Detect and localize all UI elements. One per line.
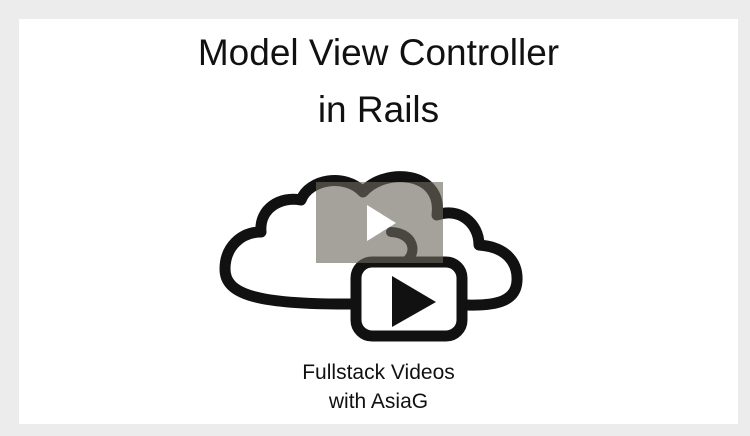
play-icon (367, 205, 396, 241)
play-button[interactable] (316, 182, 443, 263)
video-thumbnail-slide[interactable]: Model View Controller in Rails Fullstack… (19, 19, 738, 424)
slide-title-line-1: Model View Controller (197, 32, 560, 73)
slide-title-line-2: in Rails (317, 89, 440, 130)
caption-line-1: Fullstack Videos (302, 361, 455, 384)
caption-line-2: with AsiaG (328, 390, 429, 413)
